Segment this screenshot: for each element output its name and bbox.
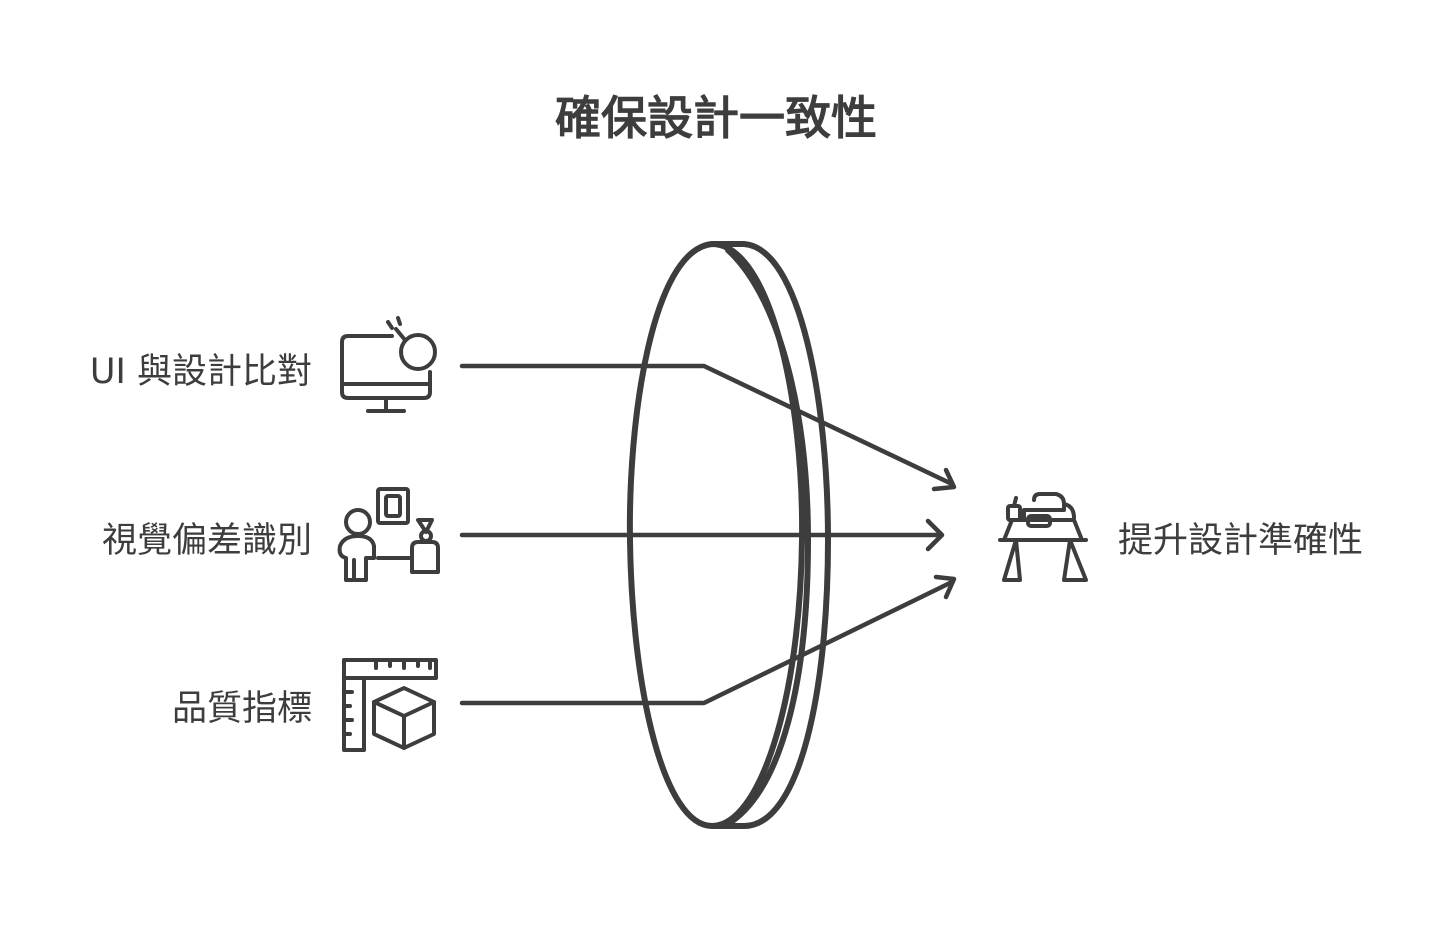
- input-label-2: 視覺偏差識別: [102, 521, 312, 561]
- connector-arrowhead-2: [925, 518, 945, 552]
- monitor-magnifier-icon: [340, 316, 437, 413]
- connector-arrowhead-1: [931, 467, 957, 492]
- workbench-sewing-machine-icon: [998, 492, 1088, 582]
- connector-lines: [459, 363, 957, 706]
- connector-line-3: [459, 579, 955, 706]
- person-presenting-icon: [337, 487, 440, 582]
- ruler-box-icon: [342, 658, 438, 752]
- output-label: 提升設計準確性: [1118, 521, 1363, 561]
- input-label-1: UI 與設計比對: [90, 352, 312, 392]
- connector-arrowhead-3: [933, 574, 957, 600]
- input-label-3: 品質指標: [172, 689, 312, 729]
- connector-line-1: [459, 363, 955, 487]
- diagram-title: 確保設計一致性: [555, 91, 877, 145]
